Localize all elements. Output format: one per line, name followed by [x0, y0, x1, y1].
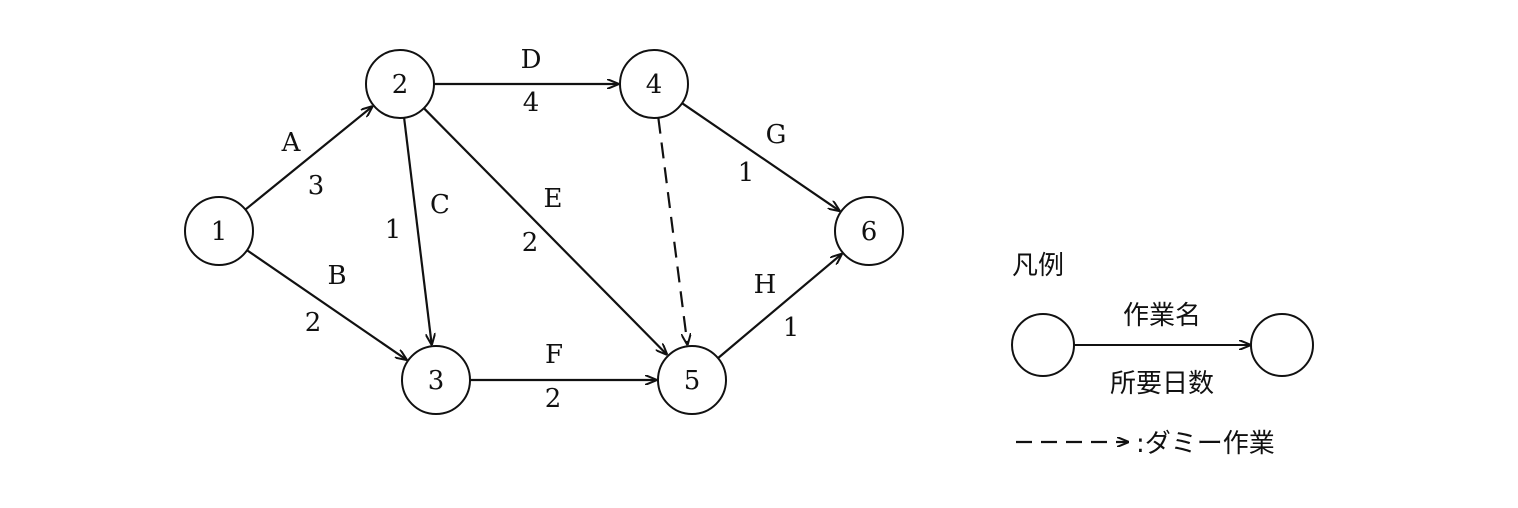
legend: 凡例 作業名 所要日数 :ダミー作業 [1011, 251, 1314, 459]
node-circle [619, 49, 689, 119]
activity-E: E2 [423, 107, 667, 354]
activity-name-label: C [430, 190, 450, 220]
activity-name-label: B [327, 261, 346, 291]
node-circle [834, 196, 904, 266]
dummy-activity [657, 117, 687, 345]
activity-duration-label: 4 [523, 88, 540, 118]
arrow-A [244, 107, 372, 211]
activity-D: D4 [434, 45, 618, 118]
node-label: 6 [861, 217, 878, 247]
activity-name-label: F [545, 340, 563, 370]
dummy-arrow [657, 117, 687, 345]
activity-duration-label: 3 [308, 171, 325, 201]
legend-title: 凡例 [1012, 251, 1064, 281]
node-circle [657, 345, 727, 415]
activity-A: A3 [244, 107, 372, 211]
activity-duration-label: 2 [305, 308, 322, 338]
activity-name-label: E [544, 184, 563, 214]
node-2: 2 [365, 49, 435, 119]
node-label: 1 [211, 217, 228, 247]
arrow-B [246, 249, 406, 359]
activity-name-label: H [754, 270, 777, 300]
activity-duration-label: 1 [385, 215, 402, 245]
activity-name-label: G [766, 120, 787, 150]
node-5: 5 [657, 345, 727, 415]
legend-activity-name-label: 作業名 [1123, 301, 1201, 331]
arrow-G [681, 102, 839, 210]
legend-dummy-label: :ダミー作業 [1136, 429, 1275, 459]
activity-duration-label: 1 [738, 158, 755, 188]
legend-end-node [1250, 313, 1314, 377]
node-label: 3 [428, 366, 445, 396]
activity-duration-label: 1 [783, 313, 800, 343]
legend-start-node [1011, 313, 1075, 377]
node-6: 6 [834, 196, 904, 266]
activity-B: B2 [246, 249, 406, 359]
arrow-C [403, 117, 432, 345]
activity-C: C1 [385, 117, 450, 345]
node-circle [365, 49, 435, 119]
activity-H: H1 [717, 254, 841, 359]
node-1: 1 [184, 196, 254, 266]
activity-duration-label: 2 [545, 384, 562, 414]
activity-duration-label: 2 [522, 228, 539, 258]
legend-duration-label: 所要日数 [1110, 369, 1214, 399]
node-label: 2 [392, 70, 409, 100]
node-circle [401, 345, 471, 415]
node-label: 4 [646, 70, 663, 100]
node-circle [184, 196, 254, 266]
node-3: 3 [401, 345, 471, 415]
activity-G: G1 [681, 102, 839, 210]
arrow-E [423, 107, 667, 354]
node-label: 5 [684, 366, 701, 396]
activity-name-label: A [281, 128, 302, 158]
arrow-H [717, 254, 841, 359]
node-4: 4 [619, 49, 689, 119]
activity-F: F2 [470, 340, 656, 414]
event-nodes: 1 2 3 4 5 6 [184, 49, 904, 415]
activity-name-label: D [521, 45, 542, 75]
